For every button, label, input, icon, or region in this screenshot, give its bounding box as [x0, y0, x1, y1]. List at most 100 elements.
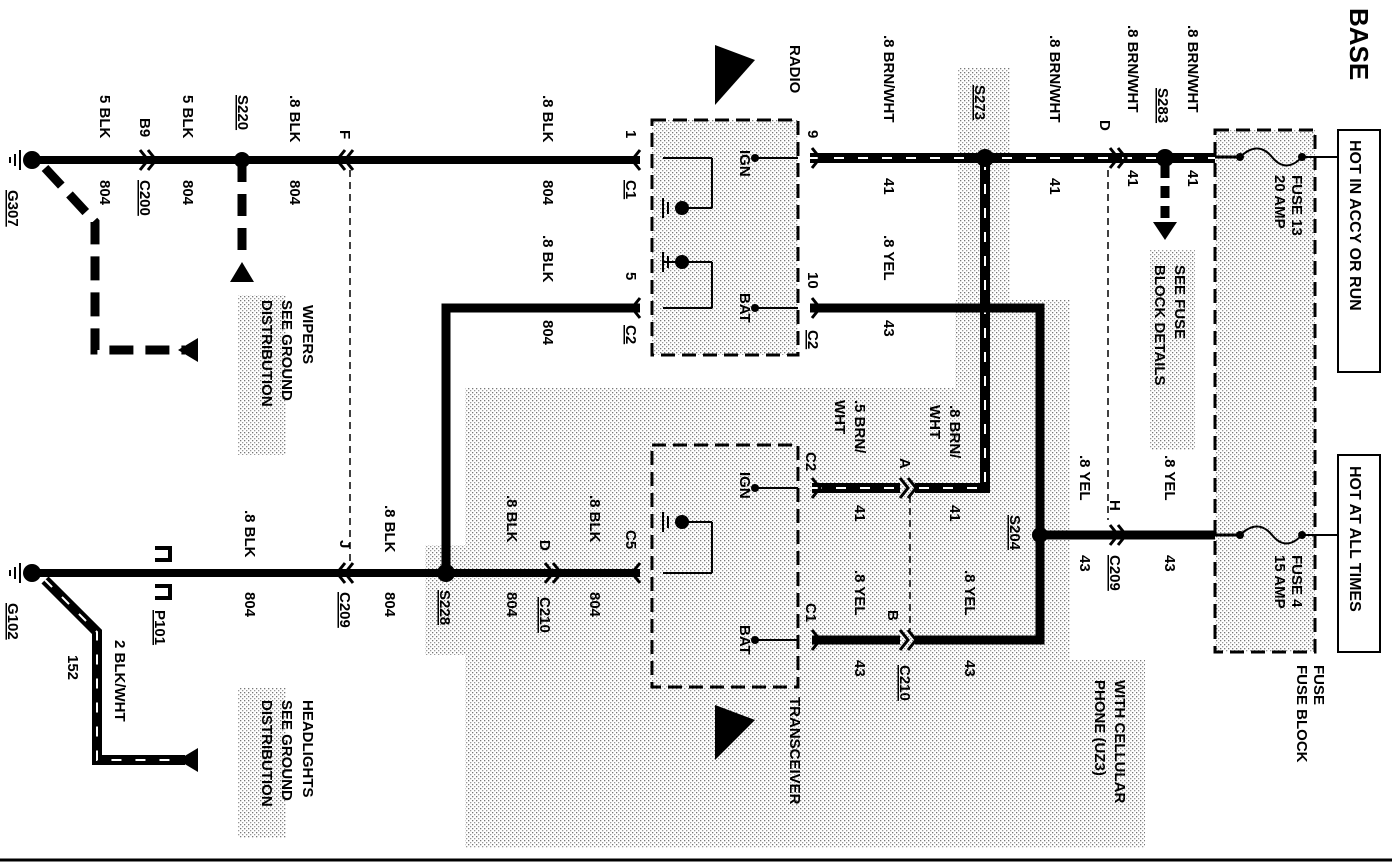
transceiver-c5: C5 — [622, 530, 639, 549]
block-details-label: BLOCK DETAILS — [1151, 265, 1168, 386]
cellular-1: WITH CELLULAR — [1111, 680, 1128, 803]
fuse-4-symbol — [1215, 525, 1338, 545]
wipers-note-shade — [238, 295, 286, 455]
transceiver-ign: IGN — [736, 472, 753, 499]
wipers-arrow — [230, 262, 254, 282]
see-fuse-arrow — [1153, 222, 1177, 240]
w43-10: 43 — [880, 320, 897, 337]
arrowheads — [178, 222, 1177, 772]
w8brn-a: .8 BRN/ — [946, 405, 963, 459]
f-label: F — [336, 130, 353, 139]
radio-pin9: 9 — [804, 130, 821, 138]
d-bottom-label: D — [536, 540, 553, 551]
w5blk-a: 5 BLK — [96, 95, 113, 139]
w5brn-c2: .5 BRN/ — [851, 400, 868, 454]
wire-radio-c2-ground — [441, 303, 640, 570]
a-label: A — [896, 458, 913, 469]
transceiver-c2: C2 — [802, 452, 819, 471]
see-ground-1: SEE GROUND — [278, 300, 295, 401]
w8brnwht-d: .8 BRN/WHT — [1124, 25, 1141, 113]
radio-pin5: 5 — [622, 272, 639, 280]
d-top-label: D — [1096, 120, 1113, 131]
w8blk-radio1: .8 BLK — [539, 95, 556, 143]
w804-top: 804 — [286, 180, 303, 206]
w8brnwht-s273: .8 BRN/WHT — [1046, 35, 1063, 123]
radio-c2-left: C2 — [622, 325, 639, 344]
w43-b: 43 — [961, 660, 978, 677]
see-ground-2: SEE GROUND — [278, 700, 295, 801]
w152: 152 — [64, 655, 81, 680]
transceiver-c1: C1 — [802, 603, 819, 622]
w8blk-g102: .8 BLK — [241, 510, 258, 558]
w8yel-b: .8 YEL — [961, 570, 978, 616]
transceiver-bat: BAT — [736, 625, 753, 655]
g307-arrow — [178, 338, 198, 362]
w41-9: 41 — [880, 178, 897, 195]
distribution-1: DISTRIBUTION — [258, 300, 275, 407]
w8blk-c5: .8 BLK — [586, 495, 603, 543]
shaded-regions — [238, 68, 1315, 848]
w804-d: 804 — [503, 592, 520, 618]
w804-a: 804 — [96, 180, 113, 206]
radio-c1-label: C1 — [622, 180, 639, 199]
headlights-arrow — [178, 748, 198, 772]
w41-s273: 41 — [1046, 178, 1063, 195]
w804-j: 804 — [381, 592, 398, 618]
hot-accy-run-box — [1337, 129, 1381, 373]
transceiver-esd-icon — [715, 705, 755, 760]
p101-label: P101 — [151, 610, 168, 645]
fuse-block-label: FUSE BLOCK — [1293, 665, 1310, 763]
radio-esd-icon — [715, 45, 755, 105]
s204-dot — [1032, 527, 1048, 543]
w804-b: 804 — [179, 180, 196, 206]
distribution-2: DISTRIBUTION — [258, 700, 275, 807]
fuse-block-label-1: FUSE — [1310, 665, 1327, 705]
g102-label: G102 — [4, 603, 21, 640]
wire-g307-branch — [41, 164, 185, 355]
fuse-block-box — [1213, 128, 1317, 654]
s228-dot — [437, 564, 455, 582]
see-fuse-shade — [1150, 250, 1195, 450]
w8brnwht-9: .8 BRN/WHT — [880, 35, 897, 123]
w43-fuse4: 43 — [1161, 555, 1178, 572]
w8yel-10: .8 YEL — [880, 235, 897, 281]
headlights-label: HEADLIGHTS — [299, 700, 316, 798]
w804-g102: 804 — [241, 592, 258, 618]
radio-shade — [652, 120, 798, 355]
w804-radio1: 804 — [539, 180, 556, 206]
hot-accy-run-label: HOT IN ACCY OR RUN — [1346, 140, 1363, 311]
wire-radio-pin10 — [810, 303, 1045, 645]
labels: G307 G102 5 BLK 804 B9 C200 5 BLK 804 S2… — [4, 25, 1201, 807]
connector-chevrons — [138, 147, 1128, 651]
wipers-label: WIPERS — [299, 305, 316, 364]
fuse4-name: FUSE 4 — [1288, 555, 1305, 608]
hot-all-times-label: HOT AT ALL TIMES — [1346, 466, 1363, 612]
c210-right: C210 — [896, 665, 913, 701]
s220-dot — [234, 152, 250, 168]
hot-all-times-box — [1337, 454, 1381, 653]
w8yel-fuse4: .8 YEL — [1161, 455, 1178, 501]
j-label: J — [336, 540, 353, 548]
b-label: B — [884, 610, 901, 621]
c209-top: C209 — [1106, 555, 1123, 591]
w8blk-radio5: .8 BLK — [539, 235, 556, 283]
c200-label: C200 — [136, 180, 153, 216]
s220-label: S220 — [234, 95, 251, 130]
see-fuse-label: SEE FUSE — [1171, 265, 1188, 339]
h-label: H — [1106, 500, 1123, 511]
s204-label: S204 — [1006, 515, 1023, 551]
fuse-shade — [1215, 130, 1315, 652]
w804-radio5: 804 — [539, 320, 556, 346]
w8yel-h: .8 YEL — [1076, 455, 1093, 501]
w5brn-c2b: WHT — [831, 400, 848, 434]
fuse4-rating: 15 AMP — [1271, 555, 1288, 609]
w8blk-top: .8 BLK — [286, 95, 303, 143]
w8blk-d: .8 BLK — [503, 495, 520, 543]
p101-connector — [155, 546, 172, 600]
w41-a: 41 — [946, 505, 963, 522]
radio-pin1: 1 — [622, 130, 639, 138]
radio-c2-right: C2 — [804, 330, 821, 349]
radio-ign: IGN — [736, 150, 753, 177]
transceiver-label: TRANSCEIVER — [786, 697, 803, 805]
